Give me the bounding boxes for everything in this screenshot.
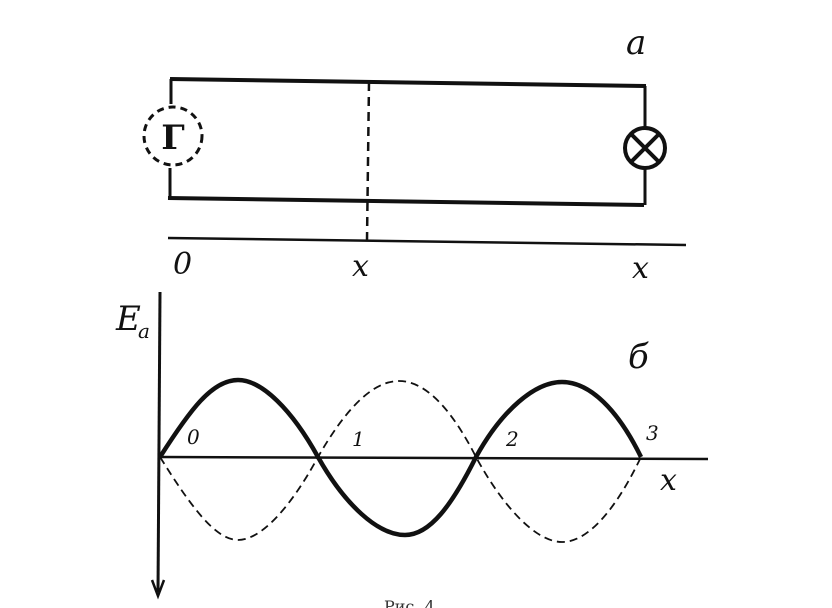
- figure-caption: Рис. 4: [384, 597, 435, 608]
- y-axis: [156, 291, 162, 593]
- lamp-cross-icon: [623, 126, 667, 170]
- dashed-wave-curve: [159, 380, 642, 543]
- axis-end-label: x: [632, 251, 649, 286]
- node-label-0: 0: [187, 425, 200, 449]
- axis-mid-label: x: [352, 249, 369, 284]
- standing-wave-panel: E a б x 0 1 2 3: [115, 291, 709, 600]
- top-conductor: [169, 77, 647, 88]
- generator-icon: [142, 105, 204, 167]
- panel-a-label: а: [626, 23, 646, 63]
- y-axis-label: E: [115, 299, 141, 339]
- y-axis-subscript: a: [138, 319, 150, 343]
- panel-b-label: б: [628, 337, 649, 377]
- x-axis-label: x: [660, 463, 677, 498]
- position-axis: [167, 236, 687, 247]
- node-label-2: 2: [505, 427, 519, 451]
- node-label-3: 3: [646, 421, 659, 445]
- node-label-1: 1: [352, 427, 365, 451]
- x-axis: [159, 455, 709, 461]
- solid-wave-curve: [158, 377, 644, 538]
- y-axis-arrow: [150, 579, 166, 600]
- section-marker-line: [365, 81, 371, 241]
- generator-symbol: Г: [161, 118, 185, 158]
- bottom-conductor: [167, 196, 645, 207]
- transmission-line-panel: Г 0 x x а: [142, 23, 687, 286]
- axis-origin-label: 0: [173, 247, 192, 282]
